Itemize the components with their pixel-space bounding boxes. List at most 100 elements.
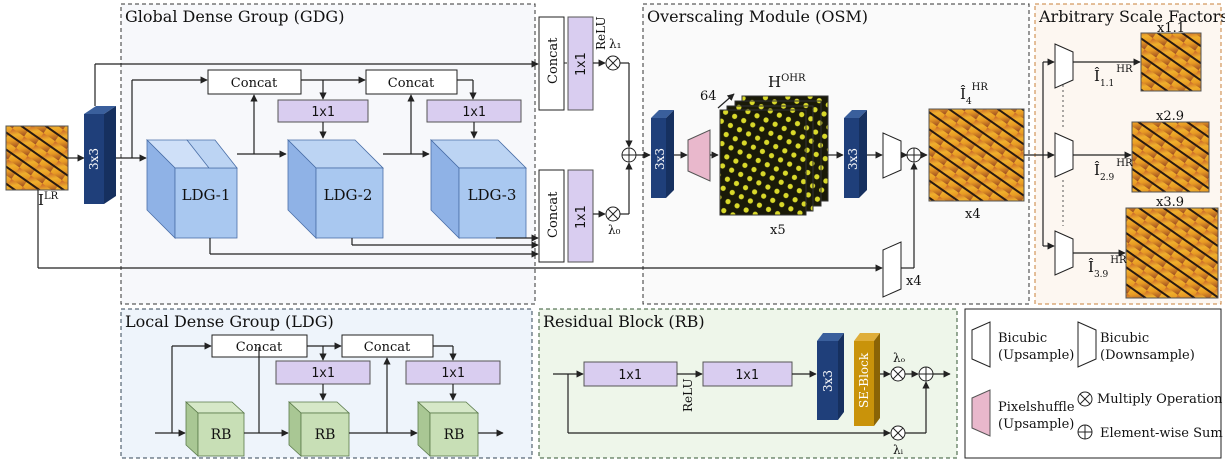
sum-gdg xyxy=(621,147,637,163)
svg-text:LDG-1: LDG-1 xyxy=(182,186,231,204)
svg-text:Concat: Concat xyxy=(231,76,278,91)
gdg-title: Global Dense Group (GDG) xyxy=(125,7,344,26)
svg-text:(Downsample): (Downsample) xyxy=(1100,348,1195,363)
svg-text:RB: RB xyxy=(315,427,336,443)
svg-text:RB: RB xyxy=(444,427,465,443)
svg-text:Pixelshuffle: Pixelshuffle xyxy=(998,400,1075,415)
svg-text:λₒ: λₒ xyxy=(893,351,906,365)
relu-label-rb: ReLU xyxy=(681,378,695,412)
bicubic-asf-2 xyxy=(1054,132,1074,178)
rb-block-2: RB xyxy=(287,401,351,457)
svg-text:3x3: 3x3 xyxy=(846,148,860,170)
multiply-rb-o xyxy=(890,366,906,382)
concat-bottom xyxy=(538,169,565,263)
legend-sum-icon xyxy=(1077,424,1093,440)
rb-title: Residual Block (RB) xyxy=(543,312,705,331)
osm-conv3x3-2: 3x3 xyxy=(844,110,867,198)
relu-label-top: ReLU xyxy=(594,16,608,50)
svg-text:Bicubic: Bicubic xyxy=(1100,331,1149,346)
output-x4-image xyxy=(928,108,1025,202)
svg-text:LDG-3: LDG-3 xyxy=(468,186,517,204)
asf-title: Arbitrary Scale Factors xyxy=(1038,7,1225,26)
svg-text:x2.9: x2.9 xyxy=(1156,109,1184,124)
svg-text:Î1.1HR: Î1.1HR xyxy=(1094,64,1133,89)
sum-osm xyxy=(906,147,922,163)
output-x1.1-image xyxy=(1140,32,1202,92)
osm-conv3x3-1: 3x3 xyxy=(651,110,674,198)
ldg-1-block: LDG-1 xyxy=(146,139,238,239)
bicubic-asf-3 xyxy=(1054,230,1074,276)
osm-title: Overscaling Module (OSM) xyxy=(647,7,868,26)
svg-text:LDG-2: LDG-2 xyxy=(324,186,373,204)
ldg-2-block: LDG-2 xyxy=(287,139,384,239)
svg-text:Î2.9HR: Î2.9HR xyxy=(1094,158,1133,183)
svg-text:1x1: 1x1 xyxy=(441,366,464,381)
svg-text:SE-Block: SE-Block xyxy=(857,352,871,408)
bicubic-down-osm xyxy=(882,132,902,179)
svg-text:x5: x5 xyxy=(770,223,786,238)
svg-text:(Upsample): (Upsample) xyxy=(998,348,1074,363)
multiply-top xyxy=(605,55,621,71)
conv3x3-input xyxy=(84,114,104,204)
feature-map-stack xyxy=(719,95,829,216)
ldg-3-block: LDG-3 xyxy=(430,139,527,239)
rb-block-3: RB xyxy=(416,401,480,457)
svg-text:3x3: 3x3 xyxy=(653,148,667,170)
gdg-concat-1 xyxy=(207,69,302,95)
sum-rb xyxy=(918,366,934,382)
conv1x1-top xyxy=(567,16,594,111)
svg-text:1x1: 1x1 xyxy=(574,53,589,76)
svg-text:Concat: Concat xyxy=(364,340,411,355)
pixelshuffle-osm xyxy=(687,129,711,182)
rb-block-1: RB xyxy=(184,401,246,457)
input-lr-label: ILR xyxy=(38,191,59,209)
svg-text:Concat: Concat xyxy=(546,191,561,238)
bicubic-asf-1 xyxy=(1054,43,1074,89)
svg-text:1x1: 1x1 xyxy=(462,105,485,120)
input-lr-image xyxy=(5,125,69,191)
rb-conv1x1-2 xyxy=(702,361,793,387)
svg-text:x4: x4 xyxy=(906,274,922,289)
svg-text:λᵢ: λᵢ xyxy=(893,443,904,457)
gdg-concat-2 xyxy=(365,69,458,95)
svg-text:3x3: 3x3 xyxy=(821,370,835,392)
svg-text:λ₀: λ₀ xyxy=(608,223,621,237)
ldg-title: Local Dense Group (LDG) xyxy=(125,312,334,331)
svg-text:Multiply Operation: Multiply Operation xyxy=(1097,392,1223,407)
svg-text:x3.9: x3.9 xyxy=(1156,195,1184,210)
svg-text:64: 64 xyxy=(700,89,717,104)
legend-bicubic-up-icon xyxy=(971,321,991,368)
svg-text:Bicubic: Bicubic xyxy=(998,331,1047,346)
svg-text:Concat: Concat xyxy=(546,37,561,84)
bicubic-up-osm xyxy=(882,241,902,298)
output-x2.9-image xyxy=(1131,121,1210,193)
svg-text:1x1: 1x1 xyxy=(618,368,641,383)
svg-text:x4: x4 xyxy=(965,207,981,222)
concat-top xyxy=(538,16,565,111)
multiply-rb-i xyxy=(890,425,906,441)
legend-pixelshuffle-icon xyxy=(971,389,991,437)
svg-text:3x3: 3x3 xyxy=(87,148,101,170)
legend-multiply-icon xyxy=(1077,391,1093,407)
svg-text:λ₁: λ₁ xyxy=(609,37,621,51)
svg-text:Concat: Concat xyxy=(388,76,435,91)
conv1x1-bottom xyxy=(567,169,594,263)
svg-text:x1.1: x1.1 xyxy=(1157,21,1185,36)
svg-text:1x1: 1x1 xyxy=(735,368,758,383)
svg-text:Element-wise Sum: Element-wise Sum xyxy=(1100,426,1223,441)
svg-text:1x1: 1x1 xyxy=(574,206,589,229)
legend-bicubic-down-icon xyxy=(1077,321,1097,368)
output-x3.9-image xyxy=(1125,207,1219,299)
multiply-bottom xyxy=(605,206,621,222)
svg-text:Î4HR: Î4HR xyxy=(960,82,988,107)
svg-text:(Upsample): (Upsample) xyxy=(998,417,1074,432)
svg-text:Î3.9HR: Î3.9HR xyxy=(1088,255,1127,280)
svg-text:RB: RB xyxy=(211,427,232,443)
rb-conv3x3: 3x3 xyxy=(817,333,844,420)
svg-text:1x1: 1x1 xyxy=(311,105,334,120)
se-block: SE-Block xyxy=(854,333,880,426)
svg-text:1x1: 1x1 xyxy=(311,366,334,381)
svg-text:HOHR: HOHR xyxy=(768,73,806,91)
